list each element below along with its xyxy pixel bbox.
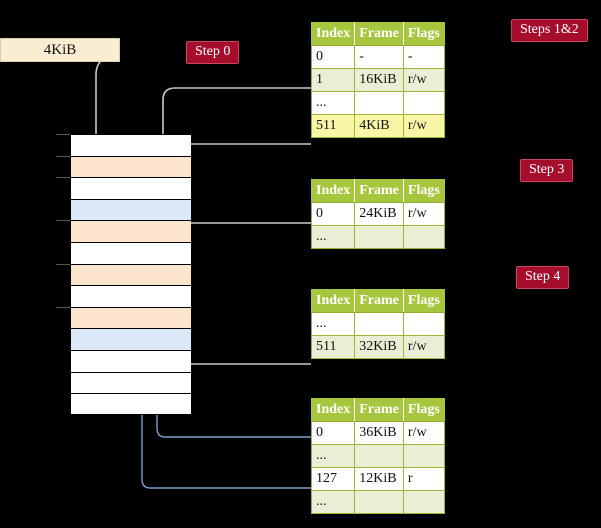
column-header-index: Index — [310, 22, 356, 46]
table-cell-frame — [354, 312, 404, 336]
memory-frame-tick — [56, 177, 70, 179]
table-cell-frame: 16KiB — [354, 68, 404, 92]
table-cell-flags: r — [402, 467, 445, 491]
badge-step-0-label: Step 0 — [195, 44, 231, 59]
badge-steps-1-2-label: Steps 1&2 — [520, 22, 579, 37]
memory-frame-row — [71, 242, 191, 264]
memory-frame-tick — [56, 155, 70, 157]
table-cell-flags — [402, 91, 445, 115]
table-cell-index: ... — [310, 91, 356, 115]
table-row[interactable]: ... — [310, 91, 445, 115]
badge-step-3-label: Step 3 — [529, 162, 565, 177]
table-row[interactable]: ... — [310, 225, 445, 249]
table-cell-index: ... — [310, 444, 356, 468]
memory-frame-tick — [56, 220, 70, 222]
table-cell-index: 511 — [310, 335, 356, 359]
table-cell-index: 0 — [310, 45, 356, 69]
table-cell-flags: r/w — [402, 335, 445, 359]
table-cell-flags — [402, 225, 445, 249]
memory-frame-row — [71, 263, 191, 286]
memory-frame-tick — [56, 134, 70, 135]
memory-frame-row — [71, 393, 191, 415]
memory-frame-row — [71, 306, 191, 329]
table-row[interactable]: ... — [310, 312, 445, 336]
column-header-flags: Flags — [402, 289, 445, 313]
badge-step-0: Step 0 — [186, 41, 240, 64]
table-cell-flags: r/w — [402, 202, 445, 226]
memory-frame-row — [71, 350, 191, 372]
table-cell-frame: 4KiB — [354, 114, 404, 138]
table-cell-index: 127 — [310, 467, 356, 491]
column-header-frame: Frame — [354, 398, 404, 422]
table-cell-index: 1 — [310, 68, 356, 92]
source-size-label: 4KiB — [43, 42, 77, 58]
table-cell-index: ... — [310, 490, 356, 514]
table-cell-frame — [354, 444, 404, 468]
badge-step-4: Step 4 — [516, 266, 570, 289]
memory-frame-row — [71, 134, 191, 156]
column-header-frame: Frame — [354, 179, 404, 203]
table-cell-index: ... — [310, 225, 356, 249]
table-cell-index: 511 — [310, 114, 356, 138]
memory-frame-tick — [56, 263, 70, 265]
memory-frame-row — [71, 371, 191, 394]
physical-memory-column — [70, 134, 191, 415]
table-cell-flags: - — [402, 45, 445, 69]
column-header-index: Index — [310, 289, 356, 313]
badge-step-4-label: Step 4 — [525, 269, 561, 284]
badge-steps-1-2: Steps 1&2 — [511, 19, 588, 42]
table-cell-index: ... — [310, 312, 356, 336]
table-cell-frame — [354, 225, 404, 249]
table-row[interactable]: 0-- — [310, 45, 445, 69]
table-cell-frame: - — [354, 45, 404, 69]
memory-frame-row — [71, 220, 191, 242]
table-cell-flags — [402, 444, 445, 468]
table-cell-frame: 24KiB — [354, 202, 404, 226]
column-header-flags: Flags — [402, 22, 445, 46]
table-cell-flags: r/w — [402, 421, 445, 445]
column-header-frame: Frame — [354, 22, 404, 46]
column-header-index: Index — [310, 398, 356, 422]
column-header-flags: Flags — [402, 179, 445, 203]
table-cell-frame — [354, 490, 404, 514]
table-cell-frame: 12KiB — [354, 467, 404, 491]
table-row[interactable]: ... — [310, 490, 445, 514]
table-cell-frame — [354, 91, 404, 115]
table-cell-frame: 32KiB — [354, 335, 404, 359]
table-row[interactable]: ... — [310, 444, 445, 468]
table-cell-index: 0 — [310, 421, 356, 445]
memory-frame-row — [71, 328, 191, 350]
column-header-index: Index — [310, 179, 356, 203]
memory-frame-row — [71, 285, 191, 307]
table-cell-flags: r/w — [402, 68, 445, 92]
memory-frame-row — [71, 177, 191, 199]
table-cell-flags — [402, 490, 445, 514]
column-header-flags: Flags — [402, 398, 445, 422]
memory-frame-row — [71, 198, 191, 221]
table-cell-index: 0 — [310, 202, 356, 226]
memory-frame-row — [71, 155, 191, 178]
table-cell-flags — [402, 312, 445, 336]
column-header-frame: Frame — [354, 289, 404, 313]
memory-frame-tick — [56, 306, 70, 308]
table-cell-flags: r/w — [402, 114, 445, 138]
source-size-box: 4KiB — [0, 38, 120, 62]
table-cell-frame: 36KiB — [354, 421, 404, 445]
badge-step-3: Step 3 — [520, 159, 574, 182]
